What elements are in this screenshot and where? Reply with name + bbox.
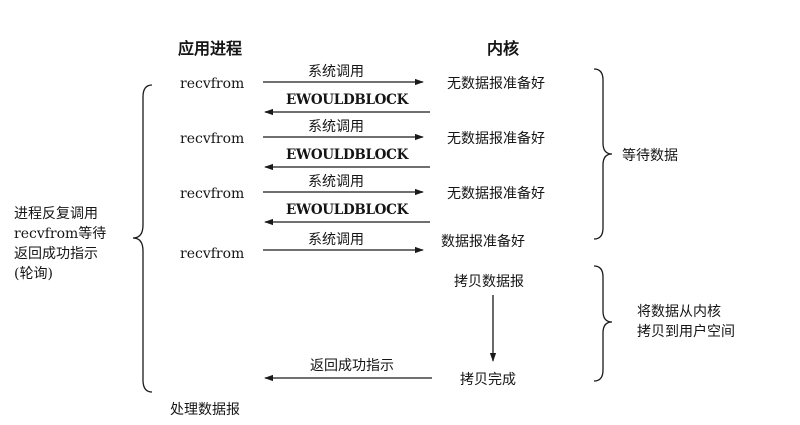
kernel-state-4: 数据报准备好 [441,233,525,250]
wait-phase-brace [593,68,613,240]
kernel-state-3: 无数据报准备好 [447,185,545,202]
copy-phase-label-line-1: 将数据从内核 [637,304,721,320]
polling-label-line-4: (轮询) [14,266,53,282]
wait-phase-label: 等待数据 [622,147,678,164]
ewouldblock-label-3: EWOULDBLOCK [286,202,410,218]
polling-label-line-1: 进程反复调用 [14,205,98,222]
polling-brace [132,84,153,393]
copy-phase-brace [593,265,613,382]
copy-datagram-label: 拷贝数据报 [454,274,524,290]
polling-label-line-2: recvfrom等待 [14,225,106,242]
copy-complete-label: 拷贝完成 [460,372,516,388]
syscall-label-3: 系统调用 [308,174,364,190]
syscall-label-1: 系统调用 [308,64,364,80]
recvfrom-call-4: recvfrom [180,246,244,262]
kernel-header: 内核 [487,39,519,58]
kernel-state-2: 无数据报准备好 [447,130,545,147]
ewouldblock-label-2: EWOULDBLOCK [286,147,410,163]
return-success-label: 返回成功指示 [310,358,394,374]
kernel-state-1: 无数据报准备好 [447,75,545,92]
polling-label-line-3: 返回成功指示 [14,246,98,262]
recvfrom-call-3: recvfrom [180,186,244,202]
recvfrom-call-2: recvfrom [180,131,244,147]
app-process-header: 应用进程 [178,39,242,58]
process-datagram-label: 处理数据报 [170,402,240,418]
ewouldblock-label-1: EWOULDBLOCK [286,92,410,108]
syscall-label-4: 系统调用 [308,232,364,248]
syscall-label-2: 系统调用 [308,119,364,135]
recvfrom-call-1: recvfrom [180,76,244,92]
copy-phase-label-line-2: 拷贝到用户空间 [637,323,735,340]
